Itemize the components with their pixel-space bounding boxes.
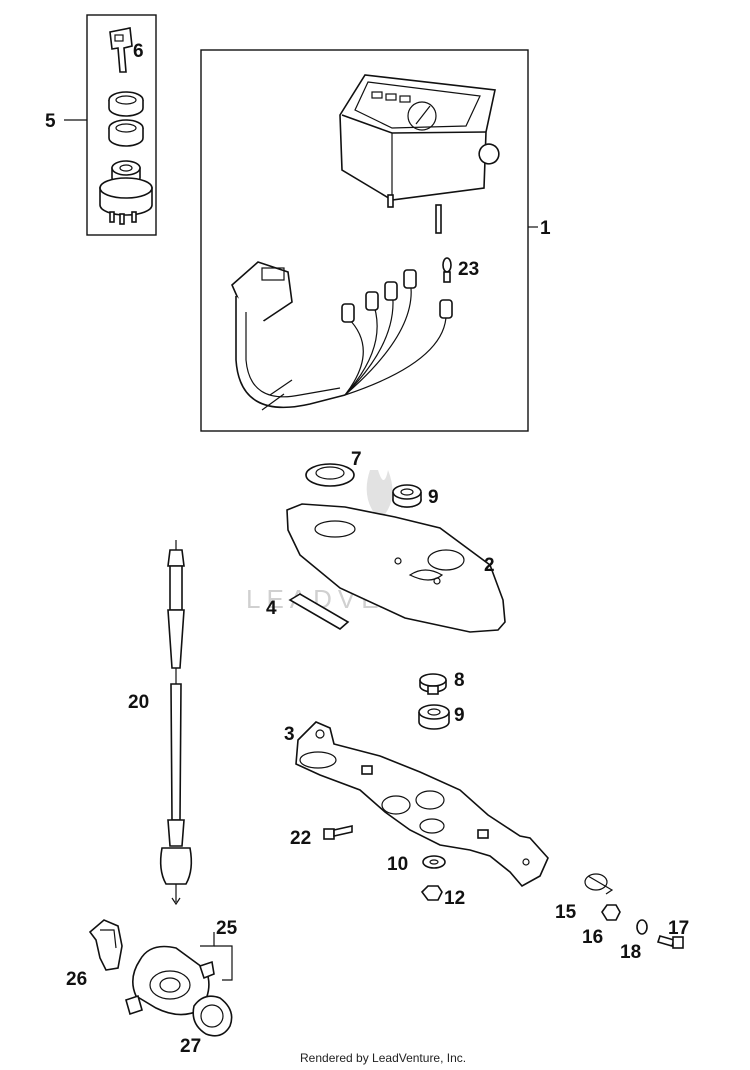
- ignition-kit-box: [86, 14, 157, 236]
- drive-ring-27-icon: [192, 995, 233, 1037]
- footer-credit: Rendered by LeadVenture, Inc.: [300, 1051, 466, 1065]
- callout-4: 4: [266, 598, 277, 619]
- callout-3: 3: [284, 724, 295, 745]
- lock-ring-upper-icon: [108, 91, 144, 117]
- grommet-9-lower-icon: [418, 704, 450, 730]
- callout-8: 8: [454, 670, 465, 691]
- callout-labels: 1 2 3 4 5 6 7 8 9 9 10 12 15 16 17 18 20…: [45, 41, 689, 1057]
- lock-ring-lower-icon: [108, 119, 144, 147]
- bulb-icon: [442, 257, 452, 283]
- speedometer-kit-box: [200, 49, 529, 432]
- ignition-switch-icon: [99, 160, 153, 225]
- callout-20: 20: [128, 692, 149, 713]
- callout-16: 16: [582, 927, 603, 948]
- ignition-lock-group: [64, 14, 157, 236]
- callout-17: 17: [668, 918, 689, 939]
- callout-15: 15: [555, 902, 577, 923]
- hardware-group: [584, 873, 684, 949]
- callout-25: 25: [216, 918, 238, 939]
- bracket-group: [295, 673, 549, 901]
- speedometer-housing-icon: [339, 74, 500, 234]
- callout-1: 1: [540, 218, 551, 239]
- key-icon: [109, 27, 133, 73]
- callout-18: 18: [620, 942, 641, 963]
- callout-22: 22: [290, 828, 311, 849]
- callout-10: 10: [387, 854, 408, 875]
- grommet-7-icon: [305, 463, 355, 487]
- callout-12: 12: [444, 888, 465, 909]
- grommet-9-upper-icon: [392, 484, 422, 508]
- nut-12-icon: [420, 885, 443, 901]
- callout-26: 26: [66, 969, 87, 990]
- wiring-harness-icon: [231, 261, 453, 411]
- speedometer-group: [200, 49, 538, 432]
- callout-6: 6: [133, 41, 144, 62]
- callout-9-lower: 9: [454, 705, 465, 726]
- callout-23: 23: [458, 259, 479, 280]
- plate-group: [286, 463, 506, 633]
- callout-7: 7: [351, 449, 362, 470]
- drive-group: [88, 919, 233, 1037]
- sleeve-icon: [288, 593, 350, 630]
- clip-15-icon: [584, 873, 614, 895]
- washer-18-icon: [636, 919, 648, 935]
- nut-16-icon: [601, 904, 621, 921]
- screw-17-icon: [656, 935, 684, 949]
- callout-5: 5: [45, 111, 56, 132]
- rubber-8-icon: [419, 673, 447, 695]
- callout-2: 2: [484, 555, 495, 576]
- speedometer-cable-icon: [159, 540, 193, 906]
- speedometer-drive-25-icon: [125, 945, 215, 1016]
- callout-9-upper: 9: [428, 487, 439, 508]
- bracket-icon: [295, 721, 549, 888]
- drive-clip-26-icon: [88, 919, 123, 971]
- callout-27: 27: [180, 1036, 201, 1057]
- screw-22-icon: [323, 825, 353, 840]
- washer-10-icon: [422, 855, 446, 869]
